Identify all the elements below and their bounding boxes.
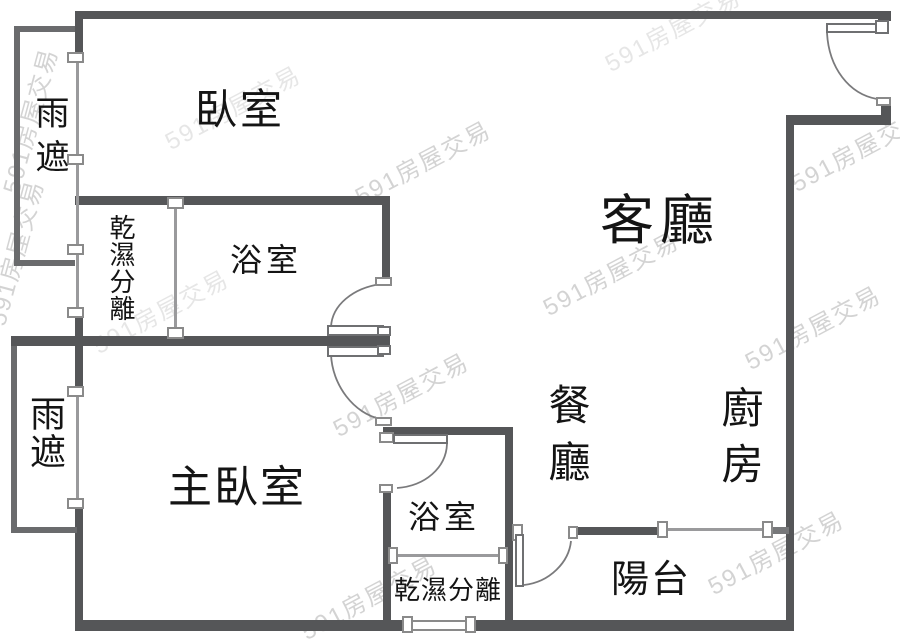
wall-entry-jamb-top	[878, 11, 891, 21]
bathroom-upper-door-arc	[330, 283, 382, 328]
wall-bathroom-upper-top	[75, 196, 390, 205]
room-label-dining-room: 餐廳	[543, 383, 590, 497]
window-frame-cap	[402, 616, 413, 633]
window-frame-cap	[67, 52, 84, 63]
wall-entry-nook	[786, 115, 891, 125]
wall-left-middle	[75, 317, 83, 387]
door-hinge-block	[377, 345, 391, 355]
door-frame-cap	[375, 277, 392, 286]
window-master-bedroom	[76, 397, 79, 498]
watermark: 591房屋交易	[0, 176, 50, 329]
window-left-middle	[76, 255, 79, 307]
rain-shield-upper-top-edge	[14, 26, 75, 32]
rain-shield-upper-bottom-edge	[14, 260, 75, 266]
room-label-balcony: 陽台	[610, 559, 692, 601]
partition-cap	[498, 547, 508, 564]
watermark: 591房屋交易	[740, 281, 886, 376]
wall-left-upper	[75, 11, 83, 53]
wall-kitchen-balcony	[577, 527, 660, 535]
window-balcony	[668, 528, 762, 531]
bathroom-lower-door-leaf	[393, 434, 448, 444]
room-label-bedroom: 臥室	[194, 86, 286, 133]
label-dry-wet-separation-upper: 乾濕分離	[106, 214, 136, 322]
entry-door-leaf	[826, 23, 878, 33]
door-frame-cap	[375, 417, 392, 426]
window-frame-cap	[657, 521, 668, 538]
window-frame-cap	[67, 244, 84, 255]
wall-bathroom-lower-top	[383, 427, 513, 435]
window-frame-cap	[67, 154, 84, 165]
partition-cap	[167, 327, 184, 339]
room-label-living-room: 客廳	[600, 191, 720, 251]
partition-dry-wet-lower	[398, 554, 498, 557]
room-label-kitchen: 廚房	[716, 386, 763, 498]
hallway-door-leaf	[327, 346, 384, 357]
window-frame-cap	[67, 307, 84, 318]
wall-left-lower	[75, 509, 83, 621]
door-frame-cap	[379, 484, 393, 493]
wall-top	[75, 11, 891, 19]
window-bedroom-2	[76, 165, 79, 244]
label-dry-wet-separation-lower: 乾濕分離	[393, 575, 503, 605]
rain-shield-lower-left-edge	[11, 341, 17, 533]
bathroom-lower-door-arc	[396, 443, 448, 489]
window-frame-cap	[465, 616, 476, 633]
balcony-door-arc	[523, 540, 572, 586]
wall-bathroom-lower-left	[383, 492, 391, 621]
door-hinge-block	[377, 326, 391, 336]
partition-cap	[167, 197, 184, 209]
balcony-door-leaf	[515, 534, 524, 587]
label-rain-shield-lower: 雨遮	[25, 395, 66, 471]
room-label-master-bedroom: 主臥室	[168, 463, 306, 512]
wall-balcony-window-stub	[773, 527, 789, 534]
label-rain-shield-upper: 雨遮	[30, 95, 68, 183]
window-frame-cap	[67, 498, 84, 509]
partition-cap	[388, 547, 398, 564]
window-bedroom-1	[76, 63, 79, 154]
partition-dry-wet-upper	[174, 209, 177, 327]
bathroom-upper-door-leaf	[327, 325, 384, 336]
room-label-bathroom-lower: 浴室	[407, 499, 481, 535]
entry-door-arc	[826, 32, 878, 100]
window-bathroom-lower	[413, 620, 465, 631]
wall-bathroom-lower-right	[505, 427, 513, 631]
door-frame-cap	[876, 97, 891, 106]
entry-door-hinge	[875, 20, 889, 34]
wall-hallway	[11, 336, 390, 346]
rain-shield-lower-bottom-edge	[11, 527, 77, 533]
room-label-bathroom-upper: 浴室	[229, 242, 303, 278]
window-frame-cap	[67, 386, 84, 397]
door-frame-cap	[379, 432, 394, 443]
wall-right	[786, 118, 794, 631]
watermark: 591房屋交易	[703, 506, 849, 601]
wall-bathroom-upper-right	[382, 196, 390, 284]
window-frame-cap	[762, 521, 773, 538]
wall-entry-jamb-bottom	[881, 102, 891, 118]
rain-shield-upper-left-edge	[14, 26, 20, 266]
door-frame-cap	[568, 526, 578, 539]
